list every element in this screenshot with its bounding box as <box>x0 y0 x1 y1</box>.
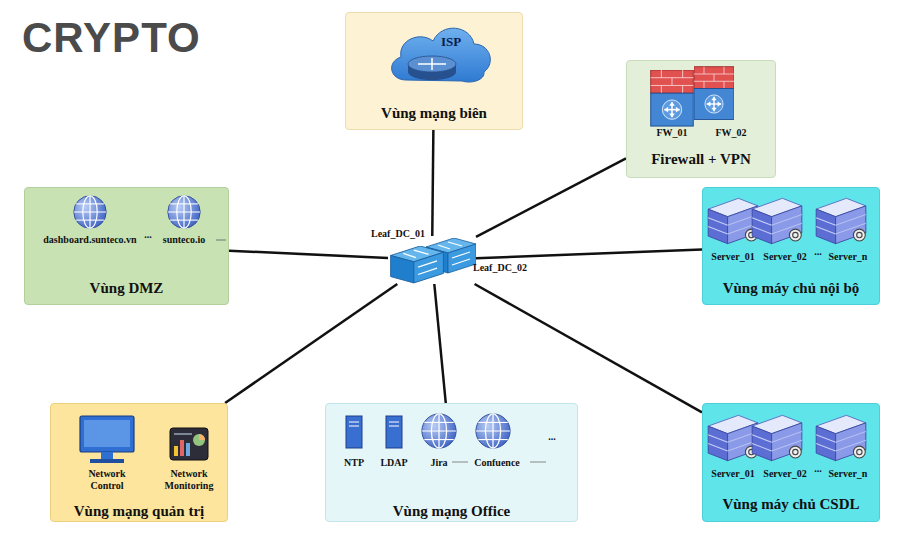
item-label: Network Control <box>77 468 137 491</box>
item-label: Jira <box>419 457 459 469</box>
item-label: Network Monitoring <box>158 468 220 491</box>
network-zone: Firewall + VPN <box>626 60 776 178</box>
item-label: Server_01 <box>708 251 758 263</box>
item-label: LDAP <box>374 457 414 469</box>
zone-title: Vùng DMZ <box>25 280 228 297</box>
item-label: sunteco.io <box>152 234 216 246</box>
item-label: Server_02 <box>760 251 810 263</box>
watermark: CRYPTO <box>22 14 242 62</box>
zone-title: Firewall + VPN <box>627 151 775 168</box>
network-zone: Vùng mạng biên ISP <box>345 12 523 130</box>
link-line <box>434 284 445 403</box>
item-label: FW_01 <box>647 127 697 139</box>
link-line <box>476 249 702 258</box>
switch-icon <box>391 238 476 283</box>
node-label: Leaf_DC_01 <box>371 228 441 240</box>
zone-title: Vùng mạng quản trị <box>51 503 227 520</box>
link-line <box>432 130 433 236</box>
network-link <box>475 284 702 412</box>
link-line <box>476 158 626 237</box>
zone-title: Vùng máy chủ nội bộ <box>703 280 879 297</box>
item-label: ... <box>810 246 826 258</box>
item-label: Server_02 <box>760 468 810 480</box>
node-label: ISP <box>431 35 471 50</box>
zone-title: Vùng mạng Office <box>326 503 577 520</box>
item-label: Server_n <box>824 468 872 480</box>
link-line <box>475 284 702 412</box>
network-link <box>476 158 626 237</box>
link-line <box>225 284 397 403</box>
network-zone: Vùng máy chủ nội bộ <box>702 187 880 305</box>
network-link <box>229 251 388 258</box>
zone-title: Vùng mạng biên <box>346 105 522 122</box>
link-line <box>229 251 388 258</box>
item-label: ... <box>810 463 826 475</box>
item-label: ... <box>138 229 158 241</box>
item-label: dashboard.sunteco.vn <box>28 234 152 246</box>
network-zone: Vùng DMZ <box>24 187 229 305</box>
item-label: ... <box>542 431 562 443</box>
node-label: Leaf_DC_02 <box>473 262 543 274</box>
switch-node: Leaf_DC_01Leaf_DC_02 <box>388 236 476 284</box>
network-link <box>476 249 702 258</box>
isp-cloud: ISP <box>390 22 490 84</box>
network-zone: Vùng mạng quản trị <box>50 403 228 522</box>
item-label: FW_02 <box>706 127 756 139</box>
item-label: Server_01 <box>708 468 758 480</box>
network-zone: Vùng máy chủ CSDL <box>702 403 880 522</box>
item-label: NTP <box>334 457 374 469</box>
item-label: Server_n <box>824 251 872 263</box>
network-link <box>434 284 445 403</box>
network-link <box>225 284 397 403</box>
network-link <box>432 130 433 236</box>
zone-title: Vùng máy chủ CSDL <box>703 496 879 513</box>
item-label: Confuence <box>465 457 529 469</box>
